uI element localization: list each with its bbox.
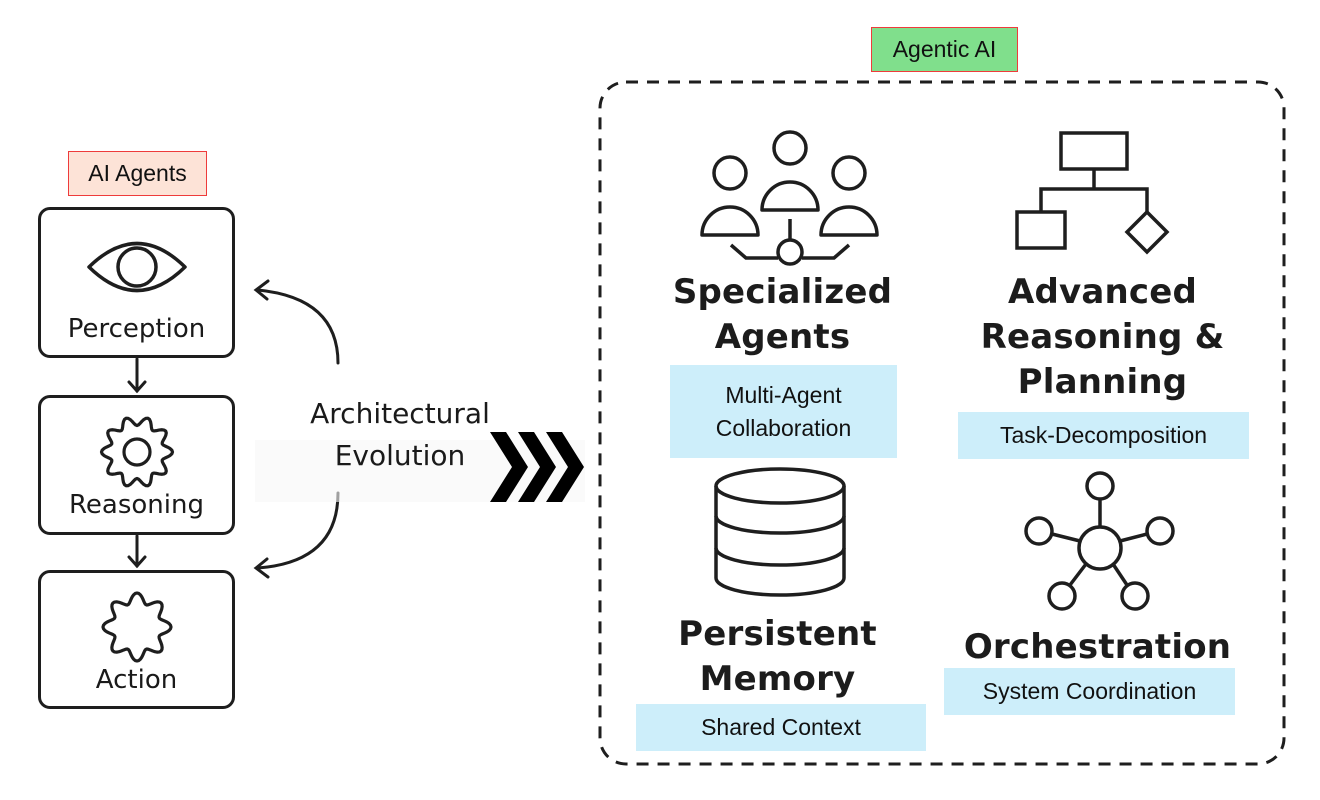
capability-title-specialized-agents: Specialized Agents <box>660 270 905 360</box>
feedback-arc-down <box>253 491 340 579</box>
capability-subtitle-multi-agent: Multi-Agent Collaboration <box>670 365 897 458</box>
subtitle-line: Collaboration <box>715 414 852 441</box>
capability-subtitle-task-decomposition: Task-Decomposition <box>958 412 1249 459</box>
gear-icon <box>99 416 174 488</box>
evolution-line-2: Evolution <box>334 439 466 472</box>
agentic-ai-label-text: Agentic AI <box>892 36 997 62</box>
subtitle-line: Shared Context <box>701 714 861 740</box>
title-line: Orchestration <box>963 627 1232 667</box>
subtitle-line: Multi-Agent <box>725 381 842 408</box>
title-line: Reasoning & <box>980 317 1225 357</box>
hub-network-icon <box>1024 471 1175 611</box>
triple-chevron-right-icon <box>490 432 584 502</box>
database-icon <box>714 467 846 597</box>
subtitle-line: Task-Decomposition <box>999 422 1208 448</box>
stage-action: Action <box>38 570 235 709</box>
feedback-arc-up <box>253 279 340 365</box>
architectural-evolution-text: Architectural Evolution <box>290 393 510 477</box>
capability-subtitle-shared-context: Shared Context <box>636 704 926 751</box>
down-arrow-reasoning-action <box>127 534 147 569</box>
agentic-ai-label: Agentic AI <box>871 27 1018 72</box>
eye-icon <box>86 241 187 293</box>
stage-reasoning: Reasoning <box>38 395 235 535</box>
capability-title-persistent-memory: Persistent Memory <box>660 612 895 702</box>
subtitle-line: System Coordination <box>982 678 1197 704</box>
stage-label-perception: Perception <box>67 314 206 344</box>
title-line: Specialized <box>672 272 893 312</box>
ai-agents-label: AI Agents <box>68 151 207 196</box>
stage-perception: Perception <box>38 207 235 358</box>
flow-connectors <box>127 279 340 579</box>
title-line: Agents <box>714 317 851 357</box>
title-line: Persistent <box>678 614 877 654</box>
stage-label-action: Action <box>95 665 178 695</box>
ai-agents-label-text: AI Agents <box>88 160 187 186</box>
stage-label-reasoning: Reasoning <box>69 490 204 520</box>
agentic-ai-dashed-frame <box>598 80 1286 766</box>
title-line: Memory <box>699 659 856 699</box>
team-network-icon <box>700 130 879 266</box>
title-line: Planning <box>1017 362 1188 402</box>
capability-subtitle-system-coordination: System Coordination <box>944 668 1235 715</box>
flowchart-icon <box>1015 131 1170 255</box>
capability-title-orchestration: Orchestration <box>960 625 1235 670</box>
evolution-line-1: Architectural <box>310 397 490 430</box>
title-line: Advanced <box>1007 272 1198 312</box>
cloud-icon <box>100 591 173 663</box>
down-arrow-perception-reasoning <box>127 357 147 394</box>
capability-title-advanced-reasoning: Advanced Reasoning & Planning <box>960 270 1245 405</box>
